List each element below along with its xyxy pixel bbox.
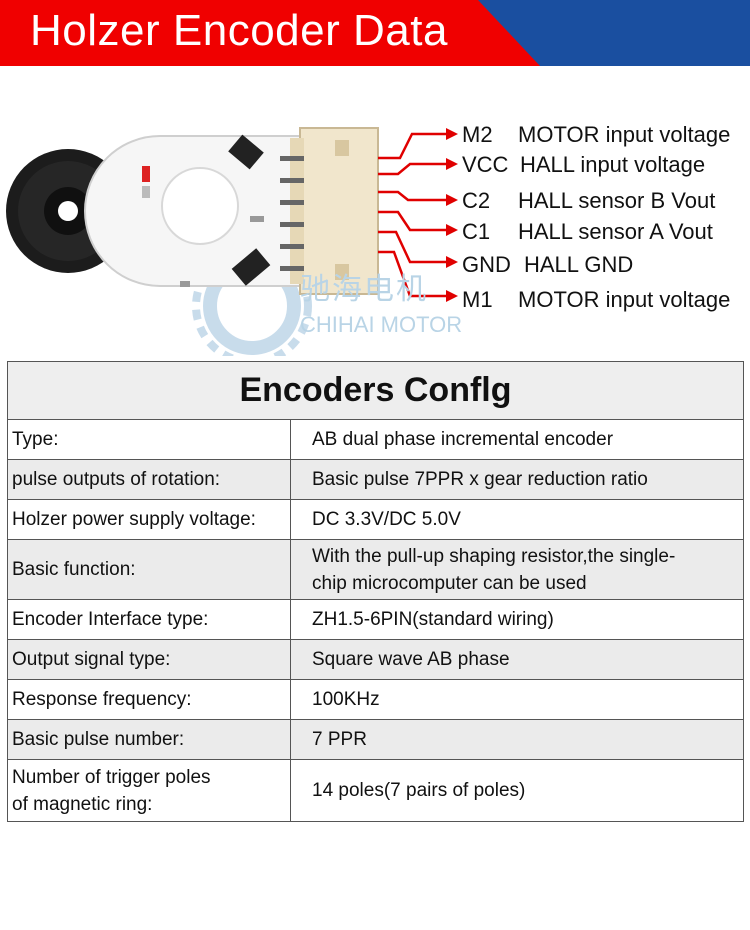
row-label: Basic function: [7, 539, 291, 600]
row-value: 100KHz [290, 679, 744, 720]
pin-label-c1: C1 HALL sensor A Vout [462, 219, 713, 245]
table-row: Basic pulse number: 7 PPR [7, 719, 744, 760]
table-row: Encoder Interface type: ZH1.5-6PIN(stand… [7, 599, 744, 640]
pin-label-m1: M1 MOTOR input voltage [462, 287, 730, 313]
row-label: Encoder Interface type: [7, 599, 291, 640]
table-row: Number of trigger poles of magnetic ring:… [7, 759, 744, 822]
table-row: pulse outputs of rotation: Basic pulse 7… [7, 459, 744, 500]
pin-label-m2: M2 MOTOR input voltage [462, 122, 730, 148]
page-title: Holzer Encoder Data [30, 6, 448, 55]
encoder-spec-table: Encoders Conflg Type: AB dual phase incr… [7, 361, 744, 822]
table-row: Basic function: With the pull-up shaping… [7, 539, 744, 600]
row-label: Output signal type: [7, 639, 291, 680]
pin-label-c2: C2 HALL sensor B Vout [462, 188, 715, 214]
zh-connector [280, 127, 379, 295]
pin-name: GND [462, 252, 511, 277]
title-banner: Holzer Encoder Data [0, 0, 750, 66]
row-label: pulse outputs of rotation: [7, 459, 291, 500]
table-row: Output signal type: Square wave AB phase [7, 639, 744, 680]
row-label: Number of trigger poles of magnetic ring: [7, 759, 291, 822]
pin-label-vcc: VCC HALL input voltage [462, 152, 705, 178]
row-value: 14 poles(7 pairs of poles) [290, 759, 744, 822]
row-value: Basic pulse 7PPR x gear reduction ratio [290, 459, 744, 500]
row-label-line: Number of trigger poles [12, 766, 211, 788]
row-value: With the pull-up shaping resistor,the si… [290, 539, 744, 600]
row-value: 7 PPR [290, 719, 744, 760]
row-label-line: of magnetic ring: [12, 793, 153, 815]
pin-name: C2 [462, 188, 491, 213]
pin-desc: MOTOR input voltage [518, 122, 731, 147]
pin-name: M1 [462, 287, 493, 312]
pin-name: C1 [462, 219, 491, 244]
pin-desc: HALL input voltage [520, 152, 706, 177]
row-label: Basic pulse number: [7, 719, 291, 760]
pin-name: VCC [462, 152, 509, 177]
pin-desc: HALL sensor A Vout [518, 219, 713, 244]
pin-name: M2 [462, 122, 493, 147]
watermark-brand-cn: 驰海电机 [300, 272, 428, 307]
banner-background [0, 0, 750, 66]
arrowhead-icons [446, 128, 458, 302]
table-row: Response frequency: 100KHz [7, 679, 744, 720]
table-row: Type: AB dual phase incremental encoder [7, 419, 744, 460]
row-label: Holzer power supply voltage: [7, 499, 291, 540]
table-row: Holzer power supply voltage: DC 3.3V/DC … [7, 499, 744, 540]
row-value-line: With the pull-up shaping resistor,the si… [312, 545, 676, 567]
encoder-board-drawing [6, 127, 458, 356]
pin-label-gnd: GND HALL GND [462, 252, 633, 278]
row-label: Response frequency: [7, 679, 291, 720]
table-title: Encoders Conflg [7, 361, 744, 420]
row-value: Square wave AB phase [290, 639, 744, 680]
pin-desc: HALL GND [524, 252, 634, 277]
row-value: AB dual phase incremental encoder [290, 419, 744, 460]
row-label: Type: [7, 419, 291, 460]
table-title-row: Encoders Conflg [7, 361, 744, 420]
watermark-brand-en: CHIHAI MOTOR [300, 312, 463, 337]
pin-desc: HALL sensor B Vout [518, 188, 716, 213]
pin-leader-lines [378, 132, 452, 298]
row-value-line: chip microcomputer can be used [312, 572, 587, 594]
pin-desc: MOTOR input voltage [518, 287, 731, 312]
row-value: DC 3.3V/DC 5.0V [290, 499, 744, 540]
row-value: ZH1.5-6PIN(standard wiring) [290, 599, 744, 640]
pcb-board [84, 134, 301, 287]
